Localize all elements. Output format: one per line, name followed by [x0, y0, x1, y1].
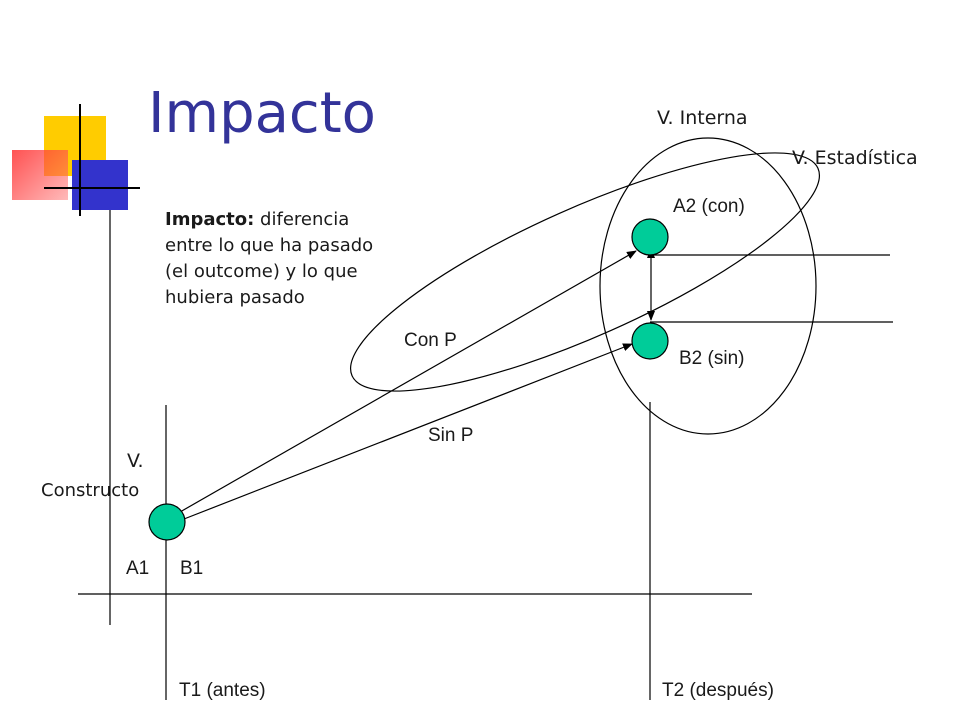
label-a2: A2 (con) — [673, 196, 745, 217]
label-b1: B1 — [180, 558, 204, 579]
label-b2: B2 (sin) — [679, 348, 745, 369]
label-v-estadistica: V. Estadística — [792, 147, 918, 169]
node-a2 — [631, 218, 669, 256]
definition-term: Impacto: — [165, 209, 255, 230]
label-t1: T1 (antes) — [179, 680, 266, 701]
v-interna-ellipse — [599, 137, 817, 435]
v-estadistica-ellipse — [349, 152, 821, 392]
label-v-interna: V. Interna — [657, 107, 748, 129]
label-a1: A1 — [126, 558, 150, 579]
deco-vertical-line — [79, 104, 81, 216]
slide-title: Impacto — [148, 81, 376, 146]
label-con-p: Con P — [404, 330, 457, 351]
label-sin-p: Sin P — [428, 425, 474, 446]
deco-horizontal-line — [44, 187, 140, 189]
con-p-arrow — [179, 250, 637, 513]
node-a1-b1 — [148, 503, 186, 541]
definition-text: diferencia entre lo que ha pasado (el ou… — [165, 209, 374, 308]
deco-blue-square — [72, 160, 128, 210]
label-v-constructo-line2: Constructo — [41, 480, 140, 501]
deco-red-square — [12, 150, 68, 200]
sin-p-arrow — [183, 343, 633, 520]
node-b2 — [631, 322, 669, 360]
label-t2: T2 (después) — [662, 680, 774, 701]
label-v-constructo-line1: V. — [127, 450, 144, 472]
impact-definition: Impacto: diferencia entre lo que ha pasa… — [165, 207, 415, 311]
